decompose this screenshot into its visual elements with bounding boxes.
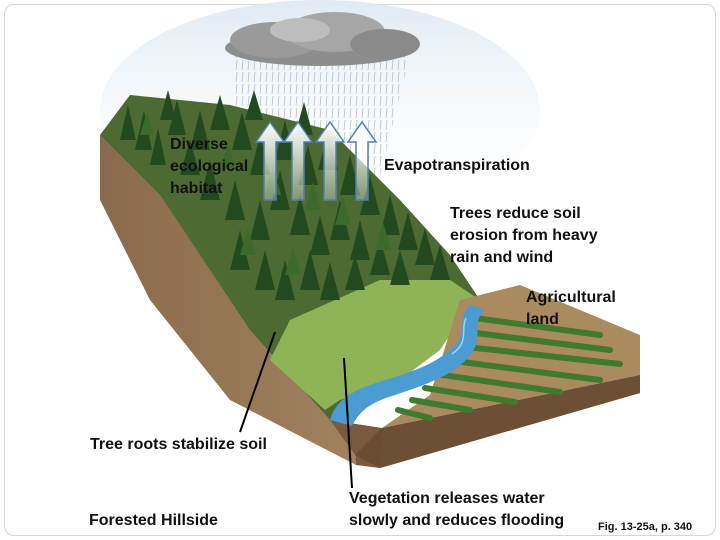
up-arrow-icon bbox=[346, 120, 378, 201]
up-arrow-icon bbox=[254, 120, 286, 201]
label-vegetation-flooding: Vegetation releases water slowly and red… bbox=[349, 488, 564, 532]
label-trees-reduce-erosion: Trees reduce soil erosion from heavy rai… bbox=[450, 203, 598, 269]
label-line: erosion from heavy bbox=[450, 227, 598, 244]
up-arrow-icon bbox=[282, 120, 314, 201]
roots-leader-line bbox=[239, 331, 276, 433]
label-line: Trees reduce soil bbox=[450, 205, 581, 222]
label-line: ecological bbox=[170, 158, 249, 175]
label-agricultural-land: Agricultural land bbox=[526, 287, 616, 331]
evapotranspiration-arrows bbox=[254, 120, 378, 201]
label-line: land bbox=[526, 311, 559, 328]
label-forested-hillside: Forested Hillside bbox=[89, 512, 218, 529]
label-line: Vegetation releases water bbox=[349, 490, 545, 507]
label-line: slowly and reduces flooding bbox=[349, 512, 565, 529]
label-diverse-habitat: Diverse ecological habitat bbox=[170, 134, 248, 200]
meadow bbox=[270, 280, 480, 410]
label-evapotranspiration: Evapotranspiration bbox=[384, 157, 530, 174]
figure-reference: Fig. 13-25a, p. 340 bbox=[598, 521, 693, 533]
label-line: habitat bbox=[170, 180, 223, 197]
label-line: rain and wind bbox=[450, 249, 554, 266]
up-arrow-icon bbox=[314, 120, 346, 201]
label-line: Diverse bbox=[170, 136, 228, 153]
river bbox=[330, 305, 485, 426]
forest-trees bbox=[120, 90, 450, 300]
soil-side-face bbox=[100, 135, 356, 465]
label-line: Agricultural bbox=[526, 289, 616, 306]
crop-rows bbox=[395, 315, 623, 421]
label-tree-roots: Tree roots stabilize soil bbox=[90, 436, 267, 453]
rain-cloud bbox=[225, 12, 420, 66]
vegetation-leader-line bbox=[343, 357, 353, 489]
